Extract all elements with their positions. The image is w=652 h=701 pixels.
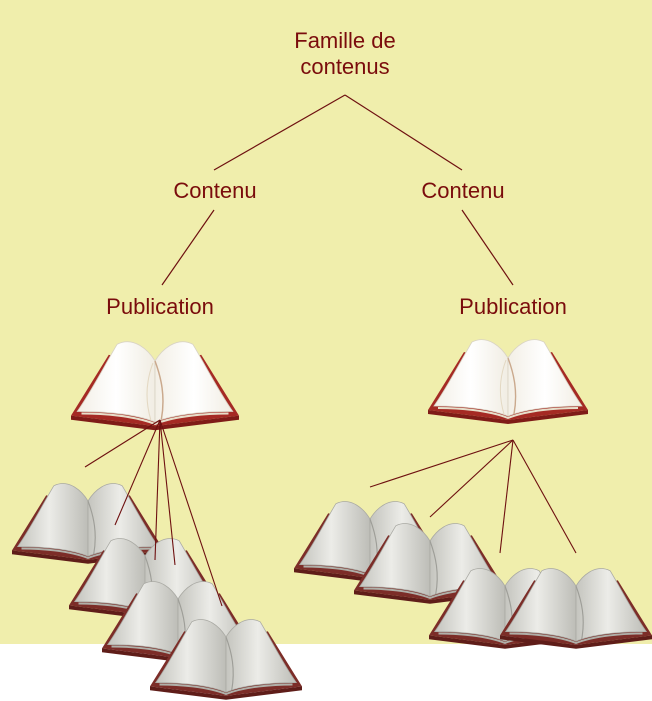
connector-copy-left-3 xyxy=(154,419,161,561)
connector-copy-right-1 xyxy=(369,439,514,488)
copy-connectors xyxy=(84,419,577,607)
left-content-label: Contenu xyxy=(173,178,257,203)
connector-copy-left-5 xyxy=(159,419,223,607)
root-label-line1: Famille de xyxy=(294,28,396,53)
connector-copy-left-4 xyxy=(159,419,176,566)
right-content-label: Contenu xyxy=(421,178,505,203)
connector-copy-right-3 xyxy=(499,439,514,554)
root-node-label: Famille de contenus xyxy=(245,28,445,80)
connector-copy-left-1 xyxy=(84,419,161,468)
connector-root-right xyxy=(344,94,463,171)
left-publication-label: Publication xyxy=(106,294,214,319)
connector-content-right xyxy=(461,209,514,286)
root-label-line2: contenus xyxy=(300,54,390,79)
tree-connectors xyxy=(161,94,514,286)
right-publication-label: Publication xyxy=(459,294,567,319)
connector-copy-left-2 xyxy=(114,419,161,526)
connector-content-left xyxy=(161,209,215,286)
connector-copy-right-4 xyxy=(512,439,577,554)
connector-root-left xyxy=(213,94,346,171)
connector-copy-right-2 xyxy=(429,439,514,518)
